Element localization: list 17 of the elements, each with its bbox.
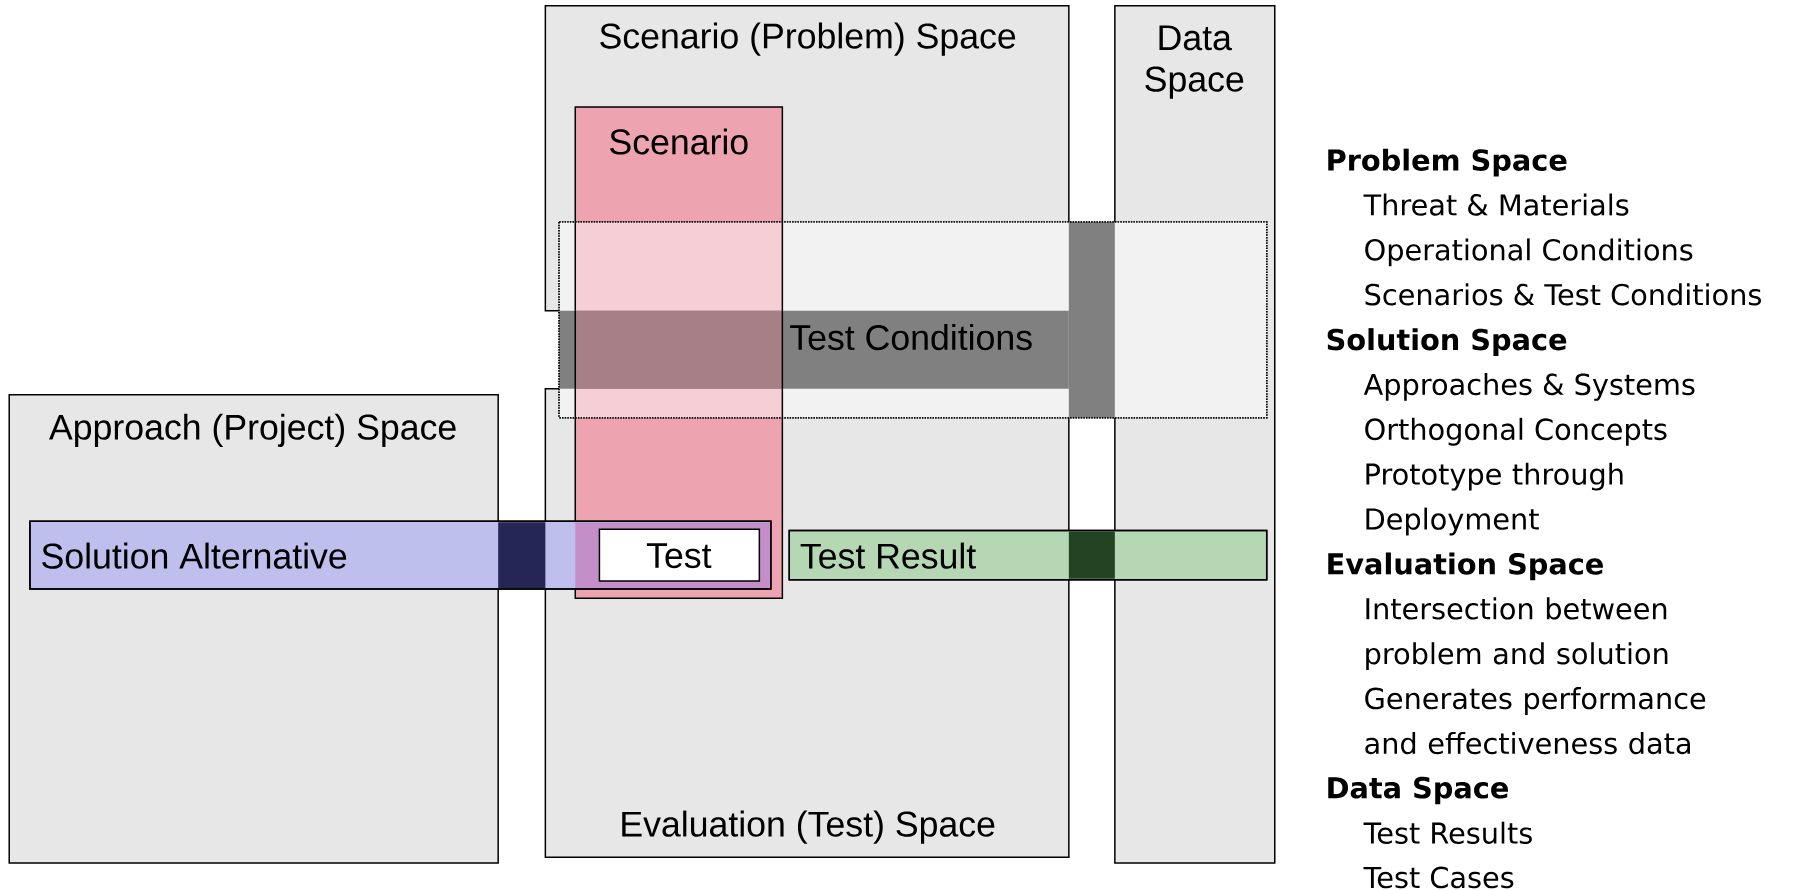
list-item: Intersection between problem and solution: [1366, 597, 1668, 670]
list-item: Orthogonal Concepts: [1365, 417, 1667, 446]
list-item: Prototype through Deployment: [1366, 462, 1623, 536]
section-heading: Problem Space: [1328, 148, 1567, 177]
section-heading: Evaluation Space: [1328, 552, 1603, 581]
list-item: Approaches & Systems: [1363, 372, 1695, 401]
list-item: Scenarios & Test Conditions: [1365, 283, 1761, 306]
list-item: Test Results: [1363, 821, 1532, 844]
test-box: Test: [598, 528, 761, 582]
section-heading: Solution Space: [1327, 327, 1567, 356]
list-item: Generates performance and effectiveness data: [1365, 686, 1706, 754]
result-bar: Test Result: [788, 529, 1268, 581]
list-item: Operational Conditions: [1365, 238, 1693, 266]
list-item: Threat & Materials: [1363, 193, 1629, 216]
test-conditions-band: Test Conditions: [558, 221, 1268, 419]
section-heading: Data Space: [1328, 776, 1508, 804]
list-item: Test Cases: [1363, 866, 1514, 889]
